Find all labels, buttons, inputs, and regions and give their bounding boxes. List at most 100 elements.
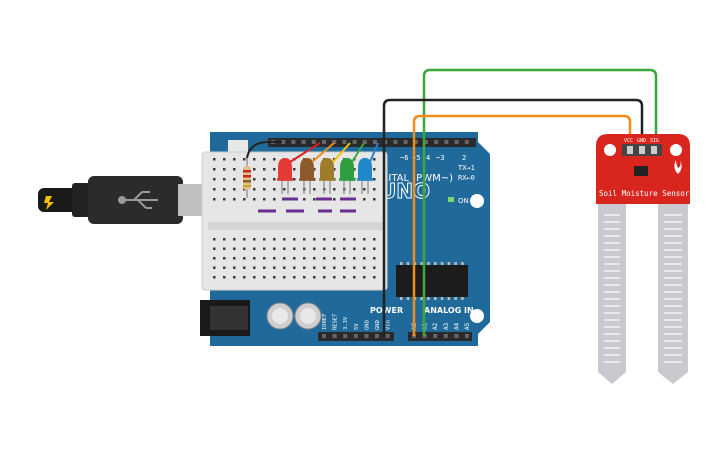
- probe-trace: [664, 312, 682, 314]
- bb-hole: [343, 266, 346, 269]
- analog-pin[interactable]: [454, 334, 459, 338]
- bb-hole: [263, 198, 266, 201]
- probe-trace: [604, 221, 620, 223]
- wire-led-green[interactable]: [351, 142, 365, 163]
- led[interactable]: [277, 158, 293, 194]
- led[interactable]: [319, 158, 335, 194]
- microcontroller-chip: [396, 265, 468, 297]
- chip-pin: [420, 297, 423, 300]
- power-jack-inner: [210, 306, 248, 330]
- sensor-pin-sig: [651, 146, 657, 154]
- led[interactable]: [299, 158, 315, 194]
- wire-resistor-gnd[interactable]: [246, 141, 282, 159]
- soil-moisture-sensor[interactable]: VCC GND SIG Soil Moisture Sensor: [596, 134, 690, 384]
- header-pin[interactable]: [291, 140, 296, 144]
- header-pin[interactable]: [322, 140, 326, 144]
- probe-trace: [664, 326, 682, 328]
- bb-hole: [293, 168, 296, 171]
- header-pin[interactable]: [403, 140, 408, 144]
- power-pin[interactable]: [385, 334, 390, 338]
- header-pin[interactable]: [352, 140, 357, 144]
- wire-gnd-black[interactable]: [382, 98, 644, 336]
- bb-hole: [273, 257, 276, 260]
- bb-hole: [213, 266, 216, 269]
- header-pin[interactable]: [342, 140, 347, 144]
- led-wires: [246, 141, 379, 163]
- bb-hole: [253, 276, 256, 279]
- led[interactable]: [339, 158, 355, 194]
- power-pin[interactable]: [343, 334, 348, 338]
- bb-hole: [283, 266, 286, 269]
- wire-vcc-orange[interactable]: [412, 114, 632, 336]
- chip-pin: [434, 262, 437, 265]
- bb-hole: [313, 188, 316, 191]
- analog-pin[interactable]: [443, 334, 448, 338]
- probe-trace: [604, 298, 620, 300]
- header-pin[interactable]: [413, 140, 418, 144]
- bb-hole: [313, 168, 316, 171]
- power-pin-label: GND: [364, 320, 370, 330]
- wire-led-brown[interactable]: [311, 142, 335, 163]
- bb-hole: [333, 168, 336, 171]
- sensor-pin-sig-label: SIG: [650, 138, 659, 144]
- led[interactable]: [357, 158, 373, 194]
- tx-label: TX→1: [458, 164, 475, 172]
- header-pin[interactable]: [424, 140, 428, 144]
- bb-hole: [213, 247, 216, 250]
- bb-hole: [363, 276, 366, 279]
- bb-hole: [233, 238, 236, 241]
- bb-hole: [253, 188, 256, 191]
- header-pin[interactable]: [464, 140, 469, 144]
- usb-cable[interactable]: [38, 176, 204, 224]
- header-pin[interactable]: [434, 140, 439, 144]
- header-pin[interactable]: [311, 140, 316, 144]
- probe-trace: [664, 221, 682, 223]
- chip-pin: [447, 262, 451, 265]
- probe-trace: [604, 326, 620, 328]
- header-pin[interactable]: [301, 140, 306, 144]
- header-pin[interactable]: [362, 140, 367, 144]
- power-pin[interactable]: [375, 334, 379, 338]
- power-pin[interactable]: [332, 334, 337, 338]
- power-pin[interactable]: [322, 334, 326, 338]
- resistor[interactable]: [243, 158, 251, 198]
- wire-led-yellow[interactable]: [332, 142, 351, 163]
- header-pin[interactable]: [281, 140, 286, 144]
- reset-button[interactable]: [228, 140, 248, 154]
- chip-pin: [440, 297, 444, 300]
- bb-hole: [363, 238, 366, 241]
- digital-pin-3-label: ~3: [436, 154, 444, 162]
- mini-breadboard[interactable]: [201, 151, 388, 291]
- header-pin[interactable]: [444, 140, 449, 144]
- bb-hole: [353, 247, 356, 250]
- analog-pin[interactable]: [433, 334, 438, 338]
- probe-trace: [604, 291, 620, 293]
- bb-hole: [343, 257, 346, 260]
- bb-hole: [323, 266, 326, 269]
- wire-led-red[interactable]: [289, 142, 321, 163]
- bb-hole: [263, 238, 266, 241]
- analog-pin[interactable]: [465, 334, 469, 338]
- chip-pin: [440, 262, 444, 265]
- wire-signal-green[interactable]: [422, 68, 658, 336]
- header-pin[interactable]: [332, 140, 337, 144]
- header-pin[interactable]: [454, 140, 459, 144]
- wire-led-blue[interactable]: [369, 142, 379, 163]
- bb-hole: [353, 188, 356, 191]
- header-pin[interactable]: [373, 140, 377, 144]
- bb-hole: [223, 178, 226, 181]
- bb-hole: [283, 276, 286, 279]
- header-pin[interactable]: [393, 140, 398, 144]
- power-pin[interactable]: [353, 334, 358, 338]
- probe-trace: [604, 284, 620, 286]
- chip-pin: [427, 297, 430, 300]
- probe-trace: [664, 249, 682, 251]
- bb-hole: [353, 168, 356, 171]
- power-pin[interactable]: [364, 334, 369, 338]
- bb-hole: [263, 168, 266, 171]
- bb-hole: [263, 266, 266, 269]
- bb-hole: [273, 198, 276, 201]
- bb-hole: [283, 247, 286, 250]
- power-led: [448, 197, 454, 202]
